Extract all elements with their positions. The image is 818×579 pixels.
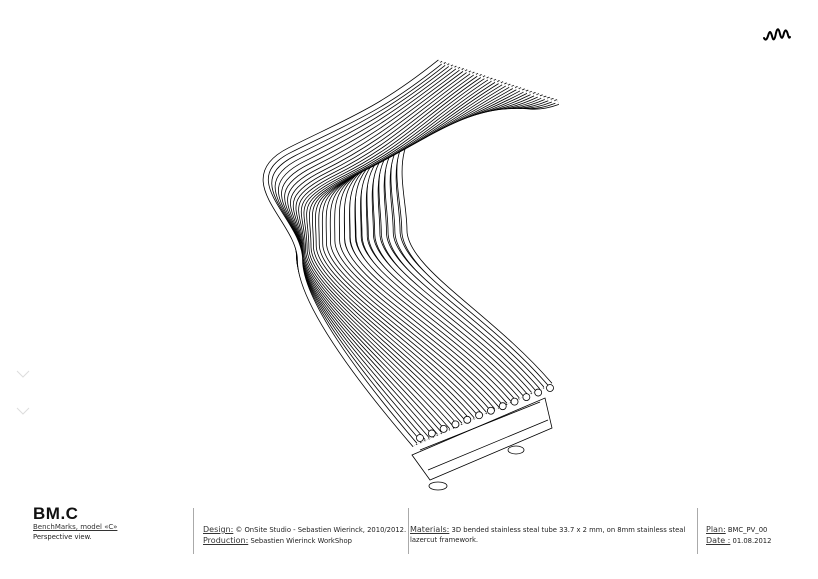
- bench-tubes: [262, 59, 560, 447]
- production-value: Sebastien Wierinck WorkShop: [250, 536, 352, 545]
- tube-end: [546, 384, 554, 392]
- plan-value: BMC_PV_00: [727, 526, 768, 534]
- date-value: 01.08.2012: [732, 536, 772, 545]
- tube-end: [427, 429, 436, 438]
- model-name: BenchMarks, model «C»: [33, 523, 118, 531]
- divider: [697, 508, 698, 554]
- title-block-plan: Plan: BMC_PV_00 Date : 01.08.2012: [706, 525, 771, 546]
- tube-end: [487, 406, 495, 415]
- materials-value: 3D bended stainless steal tube 33.7 x 2 …: [410, 526, 686, 544]
- tube-ends: [416, 384, 554, 442]
- chevron-down-icon: [16, 370, 30, 378]
- tube-end: [475, 411, 483, 420]
- tube-end: [534, 388, 543, 397]
- divider: [408, 508, 409, 554]
- divider: [193, 508, 194, 554]
- design-value: © OnSite Studio - Sebastien Wierinck, 20…: [235, 526, 407, 534]
- view-label: Perspective view.: [33, 532, 92, 541]
- hand-wave-logo: [763, 28, 791, 41]
- tube-end: [498, 402, 507, 411]
- drawing-title: BM.C: [33, 504, 79, 523]
- bench-perspective-drawing: [262, 59, 560, 491]
- tube-end: [416, 434, 424, 442]
- tube-end: [439, 425, 448, 433]
- materials-label: Materials:: [410, 525, 450, 534]
- tube-end: [451, 420, 460, 429]
- tube-end: [463, 415, 472, 424]
- design-label: Design:: [203, 525, 234, 534]
- tube-end: [522, 393, 531, 401]
- tube-fill: [263, 60, 442, 447]
- chevron-down-icon: [16, 407, 30, 415]
- title-block-credits: Design: © OnSite Studio - Sebastien Wier…: [203, 525, 406, 546]
- title-block-materials: Materials: 3D bended stainless steal tub…: [410, 525, 695, 545]
- date-label: Date :: [706, 535, 731, 545]
- bench-base-frame: [411, 397, 553, 491]
- tube-end: [510, 397, 519, 406]
- title-block-model: BenchMarks, model «C» Perspective view.: [33, 523, 117, 542]
- production-label: Production:: [203, 535, 249, 545]
- plan-label: Plan:: [706, 525, 726, 534]
